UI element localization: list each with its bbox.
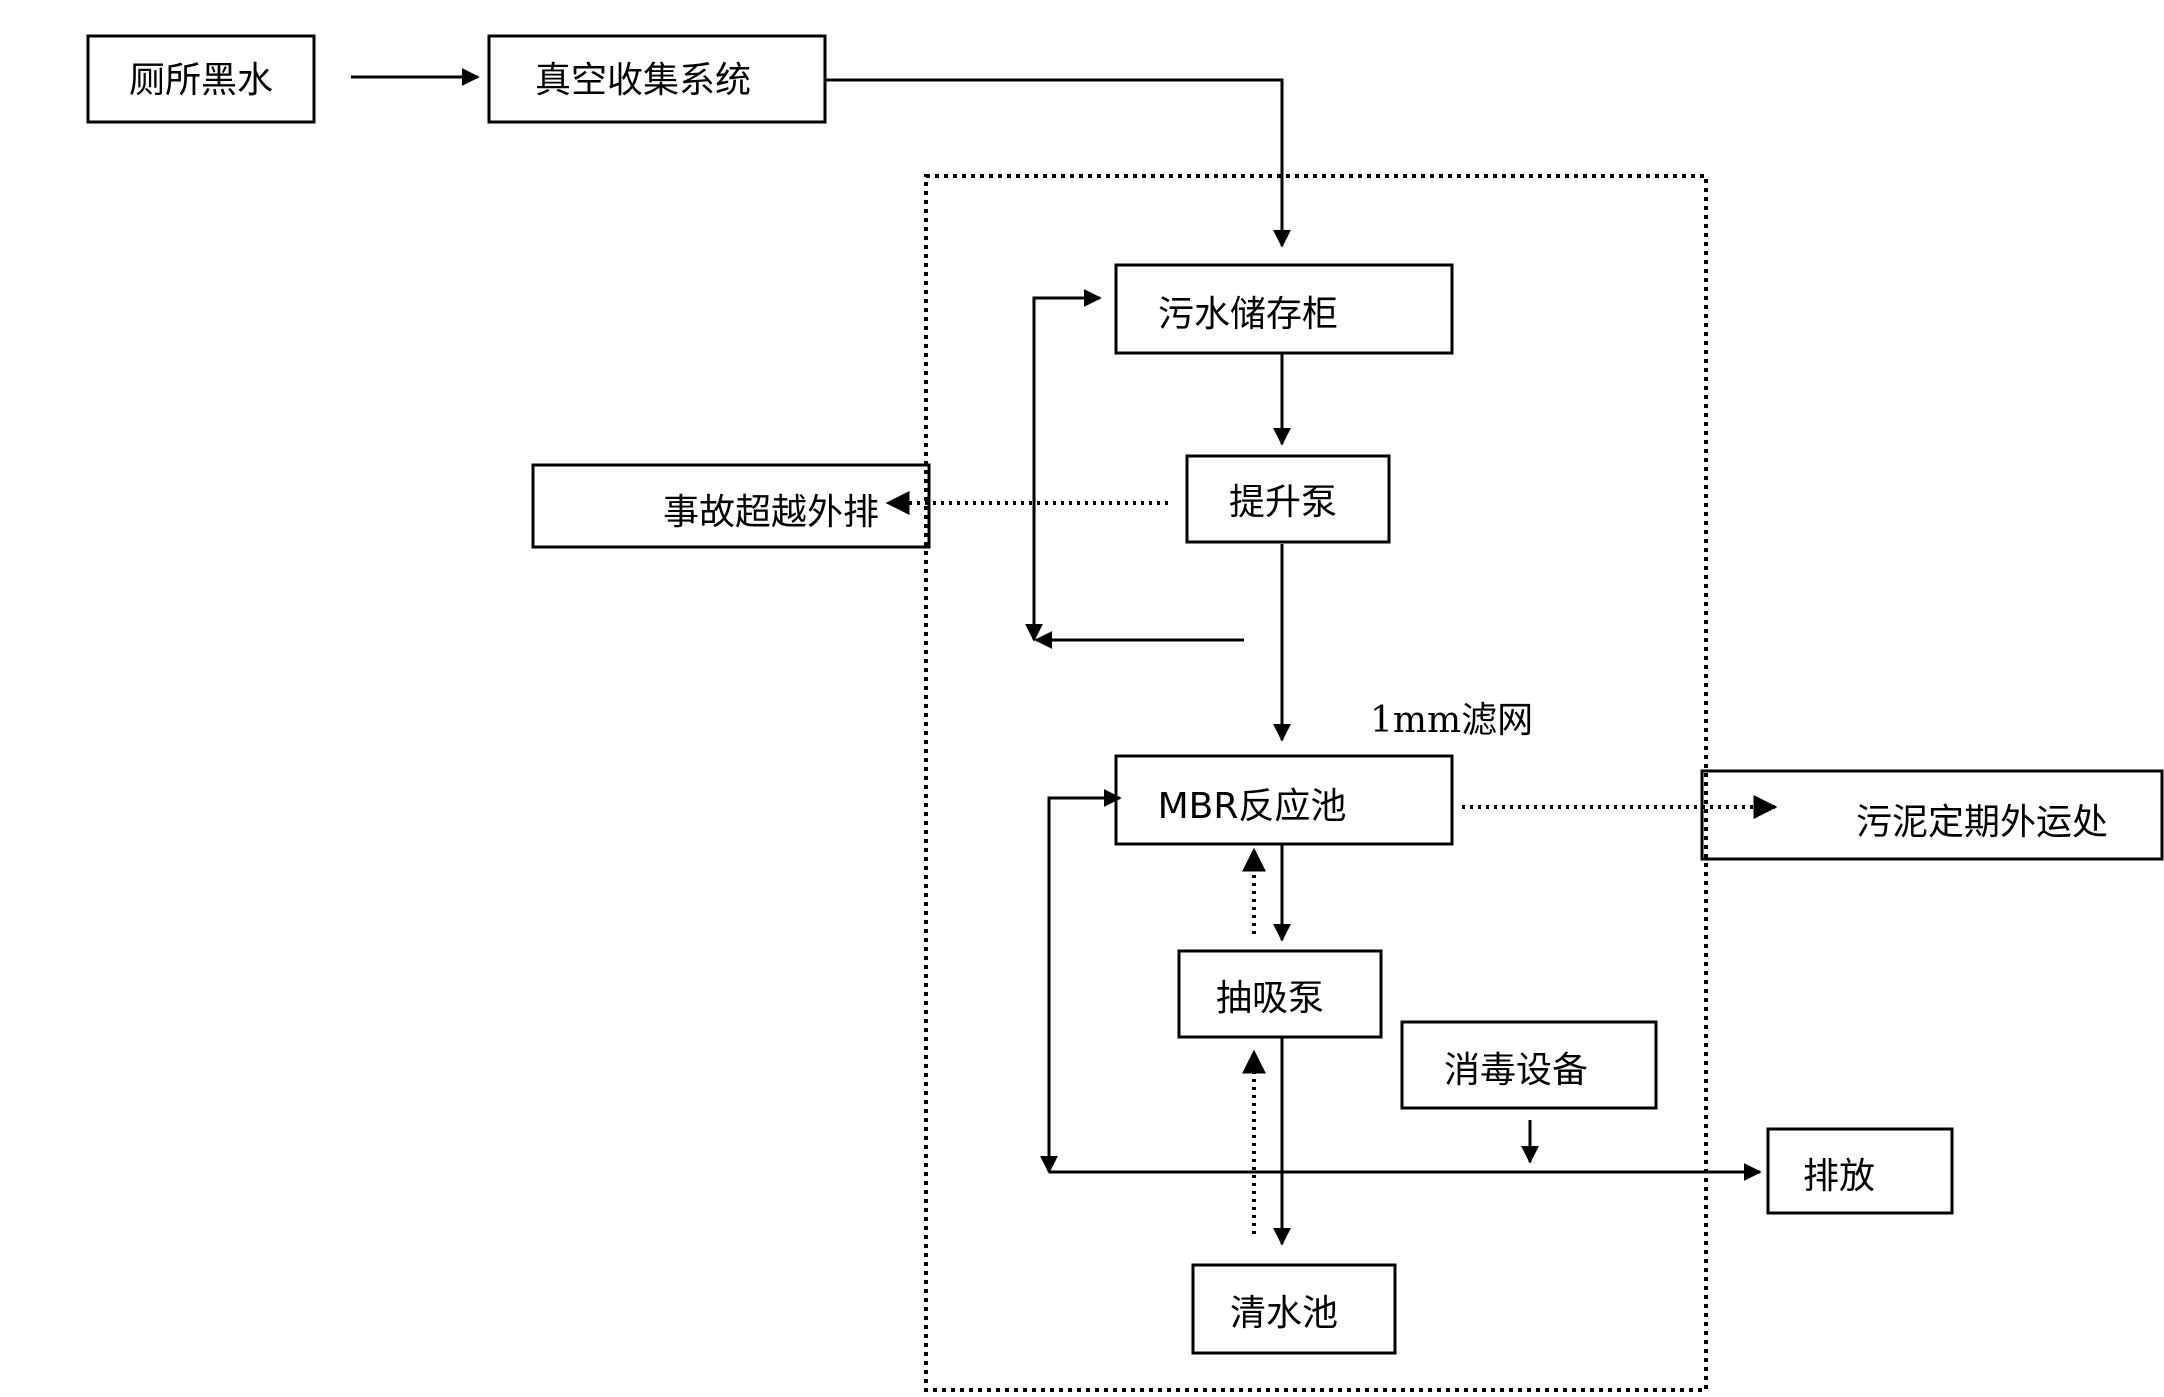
node-emergency-bypass: 事故超越外排: [531, 463, 931, 549]
node-toilet-blackwater-label: 厕所黑水: [129, 60, 273, 101]
node-emergency-bypass-label: 事故超越外排: [663, 492, 879, 533]
node-disinfection: 消毒设备: [1400, 1020, 1658, 1110]
node-clear-water-tank: 清水池: [1191, 1263, 1397, 1355]
node-lift-pump: 提升泵: [1185, 454, 1391, 544]
node-disinfection-label: 消毒设备: [1444, 1050, 1588, 1091]
node-discharge: 排放: [1766, 1127, 1954, 1215]
node-vacuum-collection-label: 真空收集系统: [535, 60, 751, 101]
filter-mesh-label: 1mm滤网: [1370, 700, 1533, 741]
node-suction-pump: 抽吸泵: [1177, 949, 1383, 1039]
node-sewage-storage-label: 污水储存柜: [1158, 294, 1338, 335]
node-sewage-storage: 污水储存柜: [1114, 263, 1454, 355]
arrow-return-up-to-storage: [1025, 289, 1102, 642]
node-discharge-label: 排放: [1803, 1156, 1875, 1197]
node-lift-pump-label: 提升泵: [1229, 482, 1337, 523]
node-mbr-reactor-label: MBR反应池: [1158, 786, 1347, 827]
node-mbr-reactor: MBR反应池: [1114, 754, 1454, 846]
node-suction-pump-label: 抽吸泵: [1216, 978, 1324, 1019]
node-clear-water-tank-label: 清水池: [1230, 1293, 1338, 1334]
node-sludge-disposal-label: 污泥定期外运处: [1856, 802, 2108, 843]
treatment-system-boundary: [924, 174, 1708, 1392]
node-toilet-blackwater: 厕所黑水: [86, 34, 316, 124]
node-sludge-disposal: 污泥定期外运处: [1700, 769, 2164, 861]
arrow-vacuum-to-storage: [826, 78, 1291, 248]
arrow-return-to-mbr: [1040, 789, 1122, 1174]
node-vacuum-collection: 真空收集系统: [487, 34, 827, 124]
